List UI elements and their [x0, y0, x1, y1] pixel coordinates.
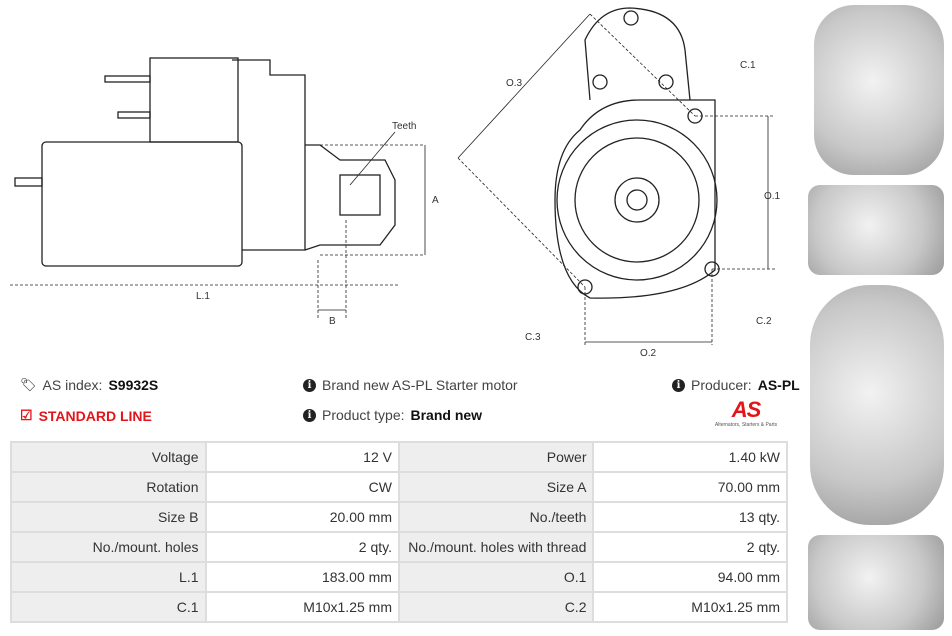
- spec-value: 20.00 mm: [204, 501, 400, 533]
- spec-label: C.2: [397, 591, 595, 623]
- spec-label: Rotation: [10, 471, 207, 503]
- as-index-value: S9932S: [108, 377, 159, 393]
- spec-label: No./mount. holes with thread: [397, 531, 595, 563]
- label-c1: C.1: [740, 60, 756, 71]
- spec-label: No./mount. holes: [10, 531, 207, 563]
- spec-value: 2 qty.: [204, 531, 400, 563]
- housing: [232, 59, 306, 251]
- label-o2: O.2: [640, 348, 657, 359]
- label-c2: C.2: [756, 316, 772, 327]
- standard-line-badge: ☑ STANDARD LINE: [20, 407, 152, 424]
- spec-value: CW: [204, 471, 400, 503]
- spec-value: 12 V: [204, 441, 400, 473]
- spec-value: 1.40 kW: [592, 441, 788, 473]
- spec-label: Size A: [397, 471, 595, 503]
- solenoid: [149, 57, 239, 143]
- side-view-diagram: Teeth A L.1 B O.3 C.1 O.1 C.2 C.3 O.2: [10, 7, 781, 359]
- producer: i Producer: AS-PL: [672, 377, 800, 393]
- spec-value: M10x1.25 mm: [592, 591, 788, 623]
- label-c3: C.3: [525, 332, 541, 343]
- motor-body: [41, 141, 243, 267]
- label-b: B: [329, 316, 336, 327]
- spec-label: Size B: [10, 501, 207, 533]
- spec-label: O.1: [397, 561, 595, 593]
- as-pl-logo: AS Alternators, Starters & Parts: [714, 397, 778, 429]
- check-square-icon: ☑: [20, 407, 33, 423]
- spec-label: Voltage: [10, 441, 207, 473]
- flange: [554, 99, 716, 299]
- product-photo-angle[interactable]: [810, 285, 944, 525]
- product-photo-front[interactable]: [814, 5, 944, 175]
- as-index: 🏷︎ AS index: S9932S: [20, 377, 159, 393]
- spec-value: 2 qty.: [592, 531, 788, 563]
- spec-label: No./teeth: [397, 501, 595, 533]
- spec-value: 70.00 mm: [592, 471, 788, 503]
- description: i Brand new AS-PL Starter motor: [303, 377, 518, 393]
- spec-value: M10x1.25 mm: [204, 591, 400, 623]
- spec-label: L.1: [10, 561, 207, 593]
- pinion: [339, 174, 381, 216]
- spec-value: 13 qty.: [592, 501, 788, 533]
- label-l1: L.1: [196, 291, 210, 302]
- info-icon: i: [303, 408, 316, 422]
- label-a: A: [432, 195, 439, 206]
- info-icon: i: [303, 378, 316, 392]
- product-type: i Product type: Brand new: [303, 407, 482, 423]
- label-o3: O.3: [506, 78, 523, 89]
- label-teeth: Teeth: [392, 121, 416, 132]
- spec-label: C.1: [10, 591, 207, 623]
- front-ring-outer: [556, 119, 718, 281]
- tags-icon: 🏷︎: [20, 377, 37, 392]
- spec-label: Power: [397, 441, 595, 473]
- product-photo-side-2[interactable]: [808, 535, 944, 630]
- product-photo-side[interactable]: [808, 185, 944, 275]
- spec-value: 94.00 mm: [592, 561, 788, 593]
- spec-value: 183.00 mm: [204, 561, 400, 593]
- drive-end: [304, 144, 396, 251]
- label-o1: O.1: [764, 191, 781, 202]
- info-icon: i: [672, 378, 685, 392]
